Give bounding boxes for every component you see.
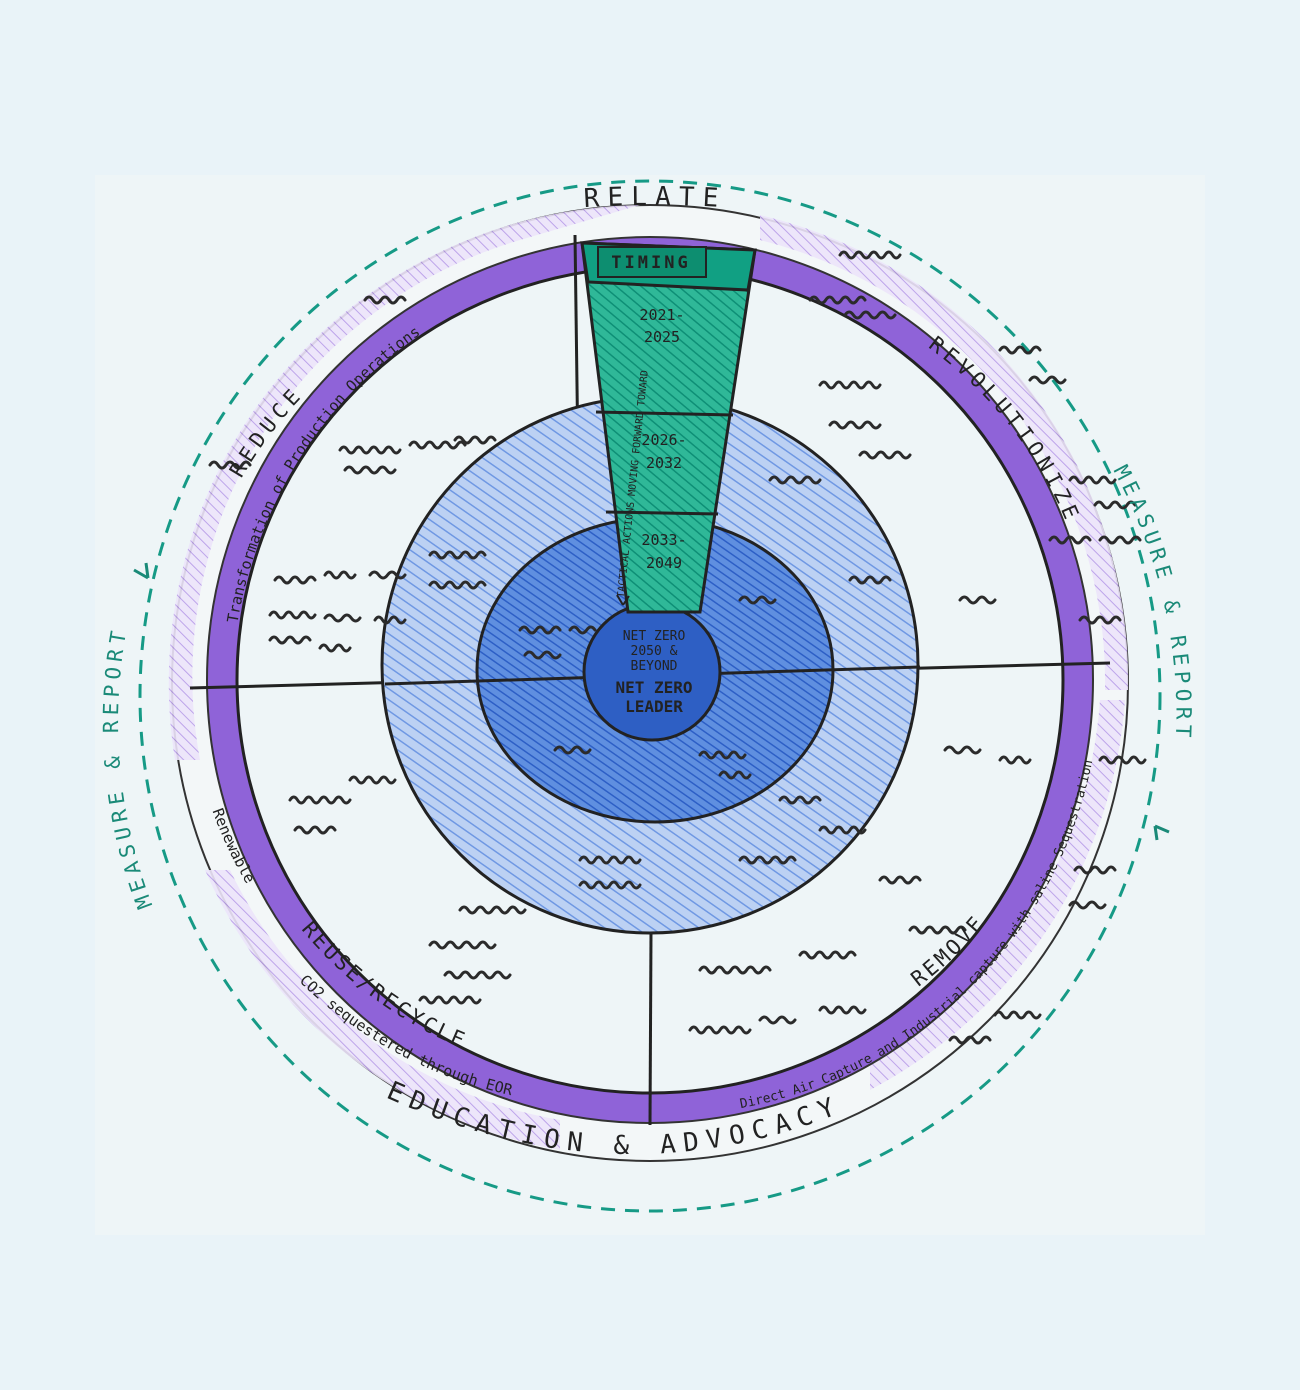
squiggle-mark xyxy=(1068,475,1117,485)
squiggle-mark xyxy=(418,995,482,1005)
squiggle-mark xyxy=(718,770,752,780)
squiggle-mark xyxy=(523,650,562,660)
squiggle-mark xyxy=(758,1015,797,1025)
squiggle-mark xyxy=(288,795,352,805)
squiggle-mark xyxy=(518,625,562,635)
relate-label: RELATE xyxy=(583,182,727,214)
education-swoosh-right xyxy=(870,700,1125,1090)
squiggle-mark xyxy=(453,435,497,445)
squiggle-mark xyxy=(1068,900,1107,910)
squiggle-mark xyxy=(1028,375,1067,385)
education-swoosh-left xyxy=(205,870,560,1150)
timing-period-1-end: 2025 xyxy=(644,328,680,346)
core-top-line-3: BEYOND xyxy=(631,659,678,674)
squiggle-mark xyxy=(343,465,397,475)
squiggle-mark xyxy=(908,925,967,935)
squiggle-mark xyxy=(688,1025,752,1035)
squiggle-mark xyxy=(958,595,997,605)
measure-report-dashed-ring xyxy=(138,179,1162,1213)
timing-period-3-end: 2049 xyxy=(646,554,682,572)
squiggle-mark xyxy=(998,345,1042,355)
timing-divider-1 xyxy=(595,410,734,417)
timing-period-1-start: 2021- xyxy=(639,306,684,324)
squiggle-mark xyxy=(1048,535,1092,545)
squiggle-mark xyxy=(553,745,592,755)
squiggle-mark xyxy=(738,595,777,605)
squiggle-mark xyxy=(1078,615,1122,625)
squiggle-mark xyxy=(1093,500,1137,510)
squiggle-mark xyxy=(858,450,912,460)
squiggle-mark xyxy=(443,970,512,980)
squiggle-mark xyxy=(323,613,362,623)
squiggle-mark xyxy=(368,570,407,580)
squiggle-mark xyxy=(373,615,407,625)
squiggle-mark xyxy=(578,855,642,865)
squiggle-placeholders xyxy=(208,250,1147,1045)
squiggle-mark xyxy=(323,570,357,580)
squiggle-mark xyxy=(428,940,497,950)
timing-title: TIMING xyxy=(611,253,690,273)
squiggle-mark xyxy=(273,575,317,585)
squiggle-mark xyxy=(848,575,892,585)
squiggle-mark xyxy=(458,905,527,915)
squiggle-mark xyxy=(843,310,897,320)
measure-report-left: MEASURE & REPORT xyxy=(99,625,157,913)
squiggle-mark xyxy=(808,295,867,305)
measure-arrow-left xyxy=(133,562,150,580)
squiggle-mark xyxy=(578,880,642,890)
timing-period-3-start: 2033- xyxy=(641,531,686,549)
squiggle-mark xyxy=(738,855,797,865)
squiggle-mark xyxy=(348,775,397,785)
squiggle-mark xyxy=(1098,535,1142,545)
measure-arrow-right xyxy=(1153,824,1170,841)
squiggle-mark xyxy=(778,795,822,805)
squiggle-mark xyxy=(993,1010,1042,1020)
squiggle-mark xyxy=(828,420,882,430)
squiggle-mark xyxy=(363,295,407,305)
relate-swoosh-right xyxy=(760,215,1129,690)
squiggle-mark xyxy=(1098,755,1147,765)
timing-divider-2 xyxy=(605,510,719,516)
core-bottom-line-1: NET ZERO xyxy=(615,678,692,697)
core-top-line-2: 2050 & xyxy=(631,644,678,659)
squiggle-mark xyxy=(1073,865,1117,875)
squiggle-mark xyxy=(838,250,902,260)
timing-period-2-end: 2032 xyxy=(646,454,682,472)
squiggle-mark xyxy=(998,755,1032,765)
squiggle-mark xyxy=(338,445,402,455)
core-bottom-line-2: LEADER xyxy=(625,697,683,716)
squiggle-mark xyxy=(798,950,857,960)
squiggle-mark xyxy=(818,825,867,835)
squiggle-mark xyxy=(293,825,337,835)
squiggle-mark xyxy=(878,875,922,885)
squiggle-mark xyxy=(943,745,982,755)
squiggle-mark xyxy=(948,1035,992,1045)
squiggle-mark xyxy=(428,550,487,560)
squiggle-mark xyxy=(318,643,352,653)
squiggle-mark xyxy=(768,475,822,485)
squiggle-mark xyxy=(698,965,772,975)
timing-period-2-start: 2026- xyxy=(641,431,686,449)
squiggle-mark xyxy=(268,610,317,620)
squiggle-mark xyxy=(568,625,597,635)
timing-label-box xyxy=(597,246,707,278)
squiggle-mark xyxy=(698,750,747,760)
timing-arrow-icon xyxy=(616,594,630,606)
squiggle-mark xyxy=(818,380,882,390)
squiggle-mark xyxy=(428,580,487,590)
squiggle-mark xyxy=(408,440,467,450)
squiggle-mark xyxy=(208,460,252,470)
squiggle-mark xyxy=(268,635,312,645)
squiggle-mark xyxy=(818,1005,867,1015)
core-top-line-1: NET ZERO xyxy=(623,629,686,644)
